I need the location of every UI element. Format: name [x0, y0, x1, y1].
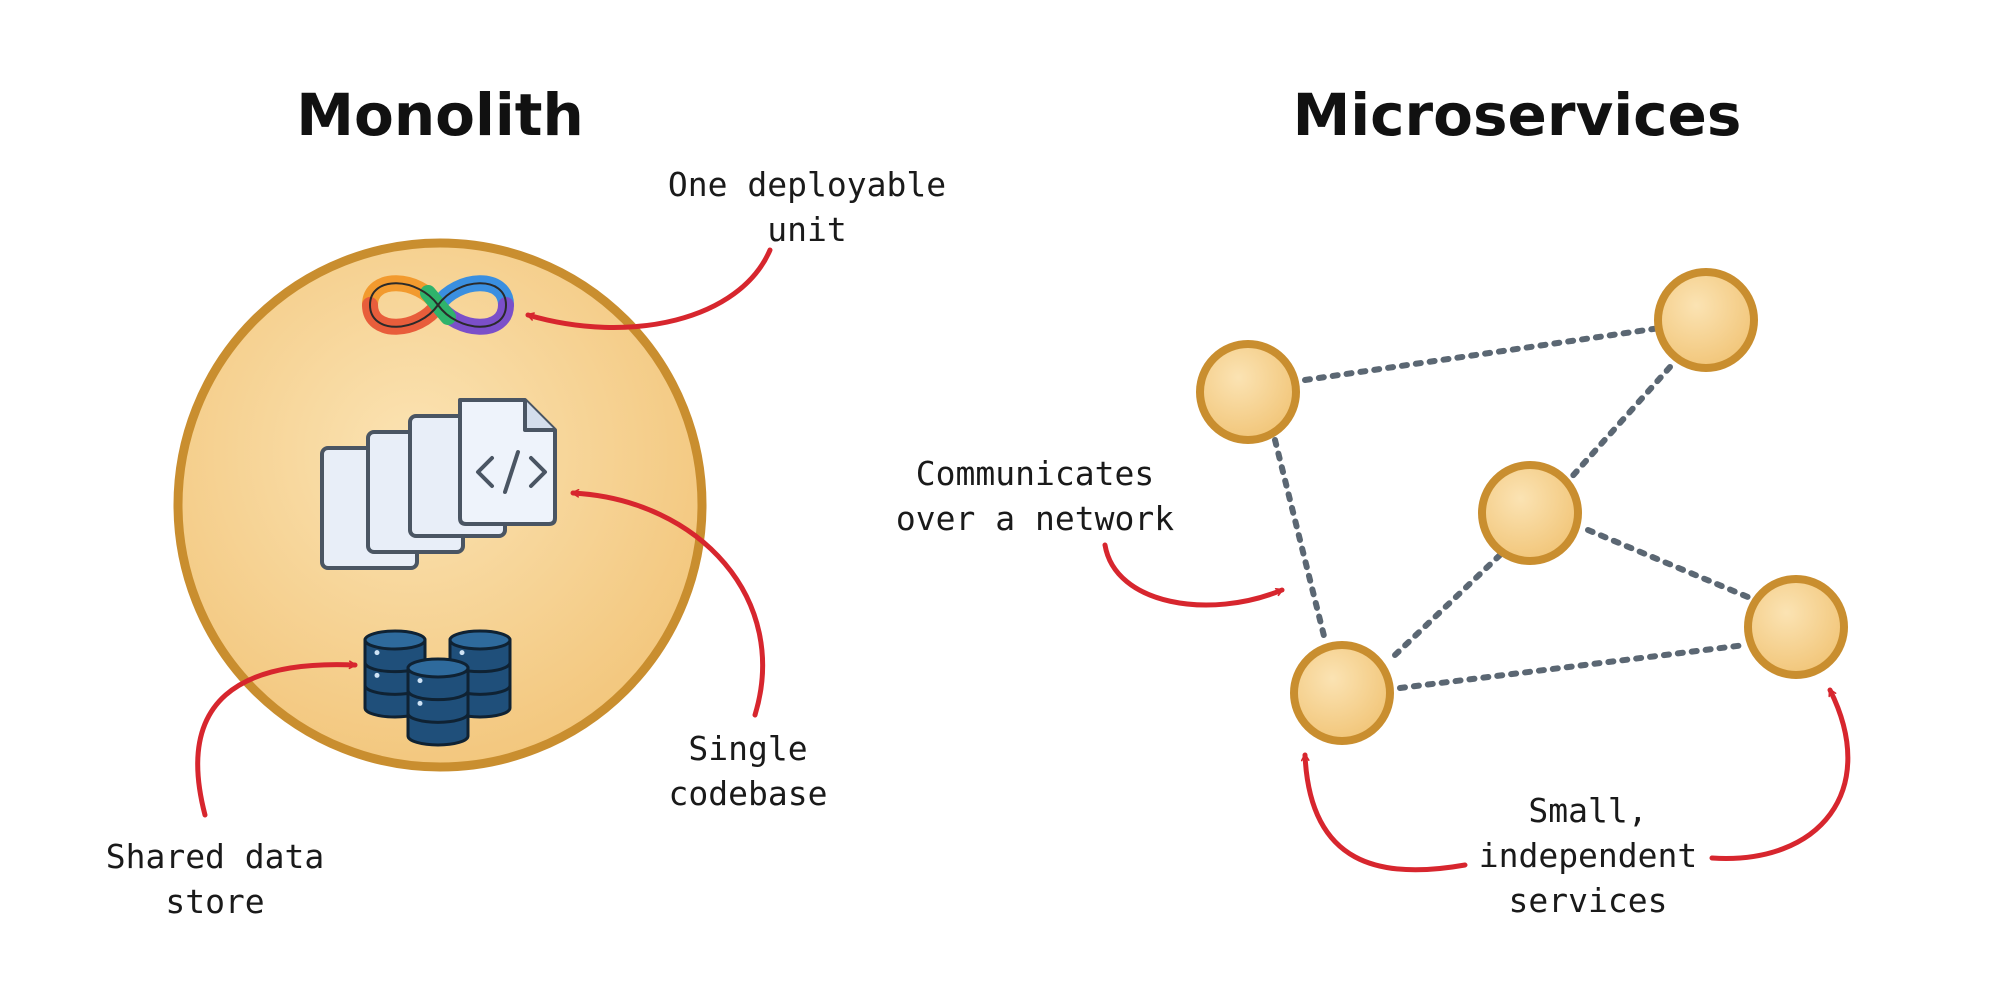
network-label: Communicates: [916, 454, 1154, 493]
service-node: [1290, 641, 1394, 745]
services-arrow-left: [1300, 752, 1468, 873]
shared-data-store-label: Shared data: [106, 837, 325, 876]
independent-services-label-line3: services: [1509, 881, 1668, 920]
network-links: [1272, 325, 1758, 691]
codebase-arrow: [570, 488, 766, 718]
network-link: [1557, 364, 1673, 493]
code-files-icon: [320, 398, 557, 570]
network-link: [1272, 437, 1328, 643]
monolith-title: Monolith: [296, 81, 583, 149]
service-node: [1196, 340, 1300, 444]
single-codebase-label-line2: codebase: [669, 774, 828, 813]
data-store-arrow: [195, 660, 358, 818]
database-cylinder: [406, 657, 470, 747]
infinity-loop-icon: [362, 275, 514, 335]
network-link: [1302, 325, 1663, 383]
deployable-unit-label-line2: unit: [767, 210, 846, 249]
shared-data-store-label-line2: store: [165, 882, 264, 921]
network-link: [1397, 642, 1748, 691]
network-arrow: [1102, 542, 1285, 608]
independent-services-label-line2: independent: [1479, 836, 1698, 875]
network-link: [1392, 552, 1503, 658]
deployable-arrow: [525, 247, 773, 330]
service-node: [1744, 575, 1848, 679]
services-arrow-right: [1709, 687, 1851, 861]
service-node: [1478, 461, 1582, 565]
service-node: [1654, 268, 1758, 372]
deployable-unit-label: One deployable: [668, 165, 946, 204]
single-codebase-label: Single: [688, 729, 807, 768]
network-label-line2: over a network: [896, 499, 1174, 538]
independent-services-label: Small,: [1528, 791, 1647, 830]
network-link: [1585, 527, 1758, 603]
microservices-title: Microservices: [1293, 81, 1742, 149]
database-stack-icon: [363, 629, 512, 747]
